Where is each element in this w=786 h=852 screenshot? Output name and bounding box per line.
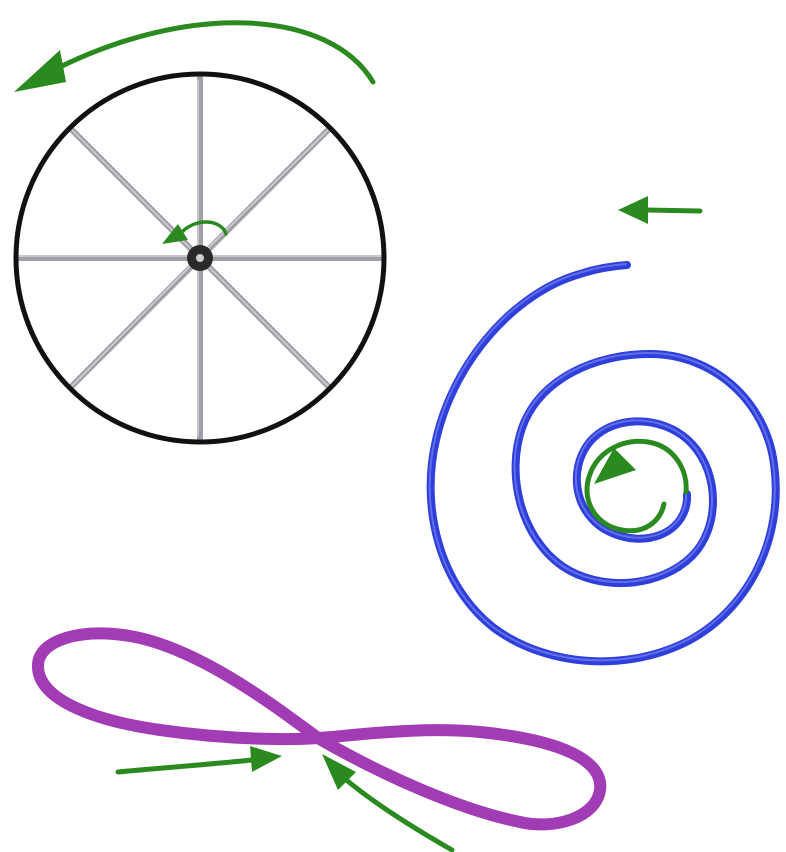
spiral-entry-arrow-head-icon (618, 196, 648, 224)
crossing-arrow-left-head-icon (250, 746, 282, 772)
spiral-entry-arrow-icon (646, 210, 700, 211)
crossing-arrow-lower-icon (344, 778, 452, 850)
spiral-curve (431, 265, 776, 661)
figure-eight-curve (38, 634, 600, 825)
spiral-inner-arrow-icon (587, 441, 686, 530)
rotation-arrow-outer-head-icon (14, 50, 66, 92)
spiral-inner-arrow-head-icon (594, 448, 636, 484)
wheel (16, 74, 384, 442)
crossing-arrow-left-icon (118, 760, 252, 772)
